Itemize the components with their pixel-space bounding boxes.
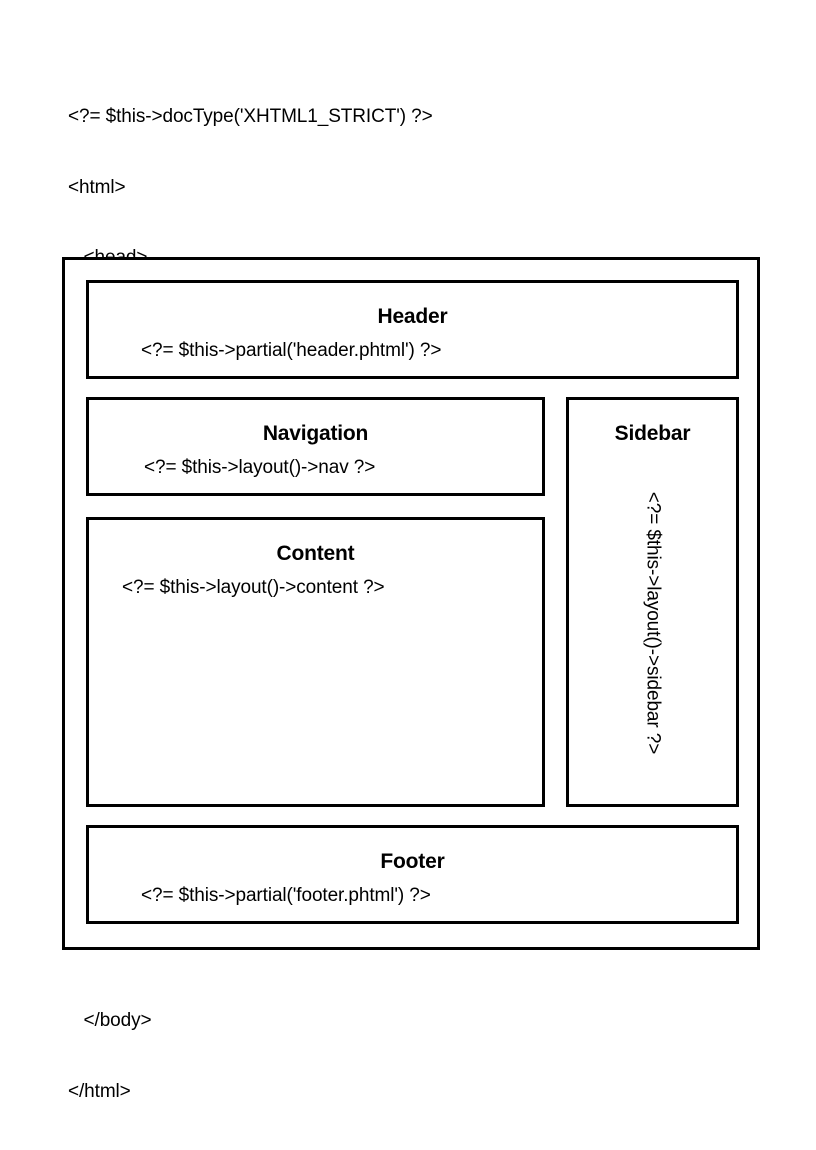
region-sidebar-code-wrapper: <?= $this->layout()->sidebar ?>	[569, 462, 736, 792]
code-line-doctype: <?= $this->docType('XHTML1_STRICT') ?>	[68, 106, 433, 127]
region-sidebar-code: <?= $this->layout()->sidebar ?>	[642, 491, 664, 755]
region-footer-code: <?= $this->partial('footer.phtml') ?>	[141, 885, 431, 906]
code-listing-bottom: </body> </html>	[68, 962, 152, 1150]
region-footer: Footer <?= $this->partial('footer.phtml'…	[86, 825, 739, 924]
diagram-canvas: <?= $this->docType('XHTML1_STRICT') ?> <…	[62, 106, 760, 1102]
region-content-title: Content	[276, 542, 355, 565]
region-navigation: Navigation <?= $this->layout()->nav ?>	[86, 397, 545, 496]
region-sidebar: Sidebar <?= $this->layout()->sidebar ?>	[566, 397, 739, 807]
code-line-html-open: <html>	[68, 176, 126, 198]
region-content: Content <?= $this->layout()->content ?>	[86, 517, 545, 807]
region-footer-title: Footer	[380, 850, 445, 873]
layout-body-box: Header <?= $this->partial('header.phtml'…	[62, 257, 760, 950]
region-navigation-code: <?= $this->layout()->nav ?>	[144, 457, 376, 478]
region-header-title: Header	[377, 305, 448, 328]
code-line-body-close: </body>	[68, 1010, 152, 1031]
region-content-code: <?= $this->layout()->content ?>	[122, 577, 385, 598]
region-header-code: <?= $this->partial('header.phtml') ?>	[141, 340, 442, 361]
region-navigation-title: Navigation	[262, 422, 369, 445]
region-header: Header <?= $this->partial('header.phtml'…	[86, 280, 739, 379]
region-sidebar-title: Sidebar	[614, 422, 691, 445]
code-line-html-close: </html>	[68, 1080, 131, 1102]
